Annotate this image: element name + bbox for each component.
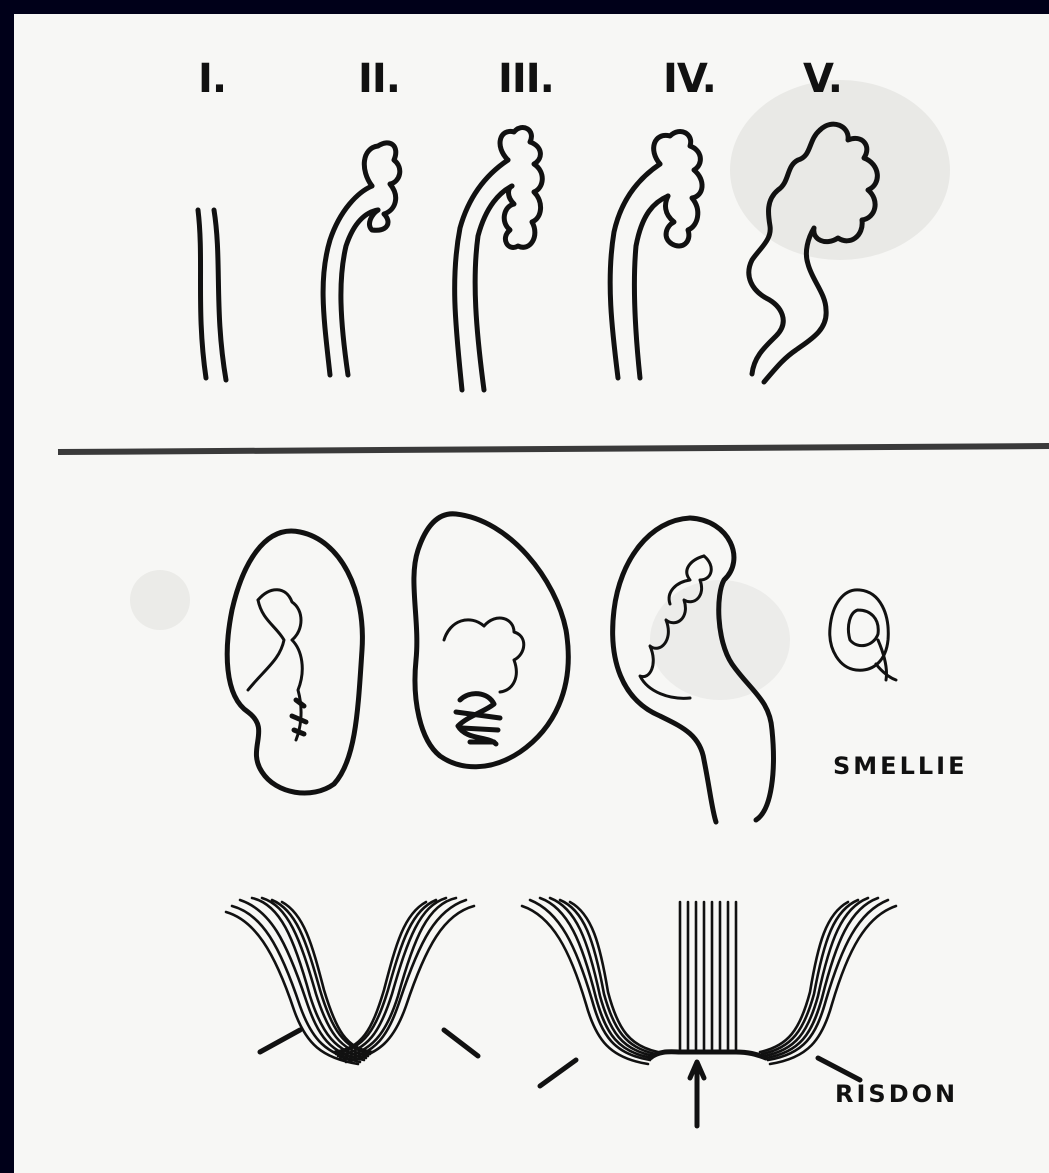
background-wash bbox=[130, 570, 190, 630]
background-wash bbox=[730, 80, 950, 260]
stage-label-1: I. bbox=[198, 56, 226, 102]
stage-4-drawing bbox=[610, 131, 702, 378]
smellie-drawing-1 bbox=[227, 531, 362, 793]
stage-2-drawing bbox=[323, 143, 400, 375]
caption-smellie: SMELLIE bbox=[833, 752, 967, 780]
stage-label-5: V. bbox=[803, 56, 842, 102]
smellie-drawing-small bbox=[830, 590, 896, 680]
stage-label-3: III. bbox=[498, 56, 554, 102]
stage-label-4: IV. bbox=[663, 56, 716, 102]
stage-label-2: II. bbox=[358, 56, 400, 102]
section-divider bbox=[58, 446, 1049, 452]
stage-1-drawing bbox=[198, 210, 226, 380]
stage-3-drawing bbox=[455, 127, 543, 390]
caption-risdon: RISDON bbox=[835, 1080, 958, 1108]
risdon-drawing-1 bbox=[226, 898, 478, 1064]
smellie-drawing-2 bbox=[414, 514, 568, 767]
central-parallel-lines bbox=[680, 902, 736, 1052]
